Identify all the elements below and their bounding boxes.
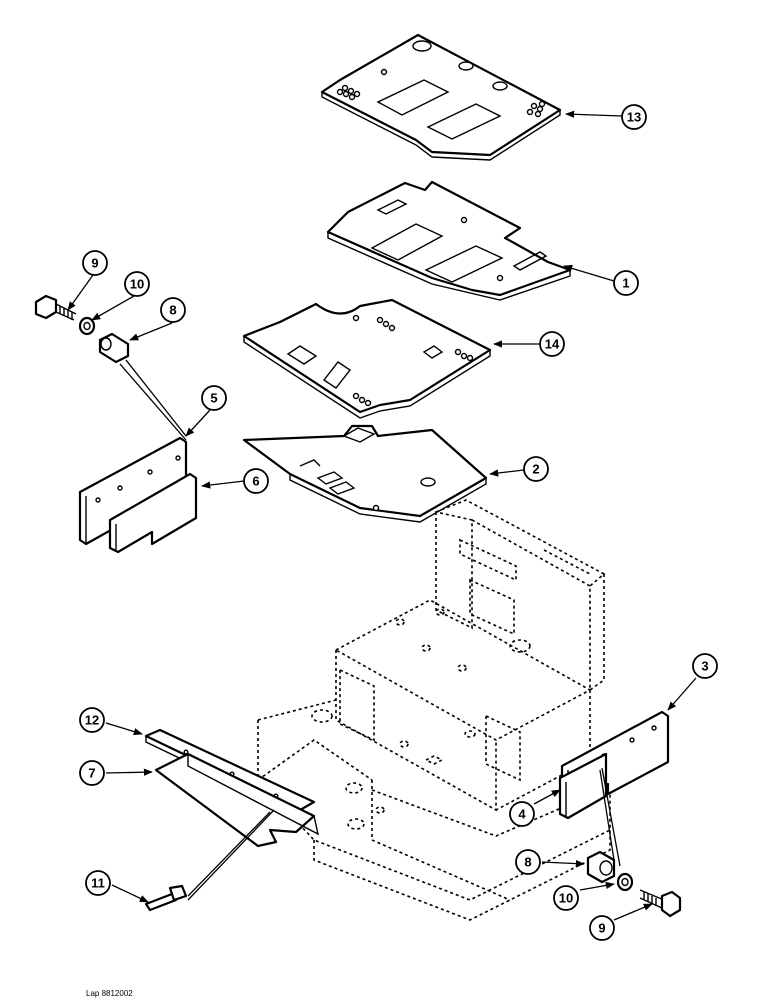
- plate-13: [320, 33, 562, 161]
- svg-text:8: 8: [524, 855, 531, 870]
- callout-11: 11: [85, 870, 111, 896]
- washer-10-upper: [78, 316, 96, 336]
- callout-4: 4: [509, 801, 535, 827]
- svg-text:9: 9: [91, 256, 98, 271]
- svg-text:14: 14: [545, 337, 560, 352]
- svg-text:8: 8: [169, 303, 176, 318]
- callout-5: 5: [201, 385, 227, 411]
- bolt-9-lower: [639, 889, 682, 918]
- svg-text:3: 3: [701, 659, 708, 674]
- callout-7: 7: [79, 760, 105, 786]
- nut-8-lower: [586, 850, 616, 884]
- panel-4: [558, 752, 608, 820]
- svg-text:6: 6: [252, 474, 259, 489]
- svg-text:1: 1: [622, 276, 629, 291]
- callout-3: 3: [692, 653, 718, 679]
- plate-2: [242, 424, 488, 523]
- callout-9-upper: 9: [82, 250, 108, 276]
- plate-1: [326, 180, 572, 301]
- svg-text:5: 5: [210, 391, 217, 406]
- svg-text:11: 11: [91, 876, 105, 891]
- svg-text:9: 9: [598, 921, 605, 936]
- callout-2: 2: [523, 456, 549, 482]
- plate-14: [242, 298, 492, 419]
- pin-11: [144, 884, 188, 912]
- callout-14: 14: [539, 331, 565, 357]
- callout-1: 1: [613, 270, 639, 296]
- callout-10-upper: 10: [124, 271, 150, 297]
- leader-lines: [67, 110, 697, 921]
- bolt-9-upper: [34, 294, 77, 321]
- svg-text:10: 10: [130, 277, 144, 292]
- svg-text:2: 2: [532, 462, 539, 477]
- callout-13: 13: [621, 104, 647, 130]
- callout-12: 12: [79, 707, 105, 733]
- reference-code: Lap 8812002: [86, 989, 133, 998]
- callout-8-upper: 8: [160, 297, 186, 323]
- svg-text:7: 7: [88, 766, 95, 781]
- washer-10-lower: [616, 872, 634, 892]
- svg-text:12: 12: [85, 713, 99, 728]
- panel-6: [108, 472, 198, 554]
- callout-8-lower: 8: [515, 849, 541, 875]
- callout-9-lower: 9: [589, 915, 615, 941]
- callout-10-lower: 10: [553, 885, 579, 911]
- base-frame: [257, 499, 611, 921]
- callout-6: 6: [243, 468, 269, 494]
- svg-text:13: 13: [627, 110, 641, 125]
- svg-text:4: 4: [518, 807, 526, 822]
- nut-8-upper: [98, 332, 130, 364]
- plate-7: [154, 752, 320, 848]
- svg-text:10: 10: [559, 891, 573, 906]
